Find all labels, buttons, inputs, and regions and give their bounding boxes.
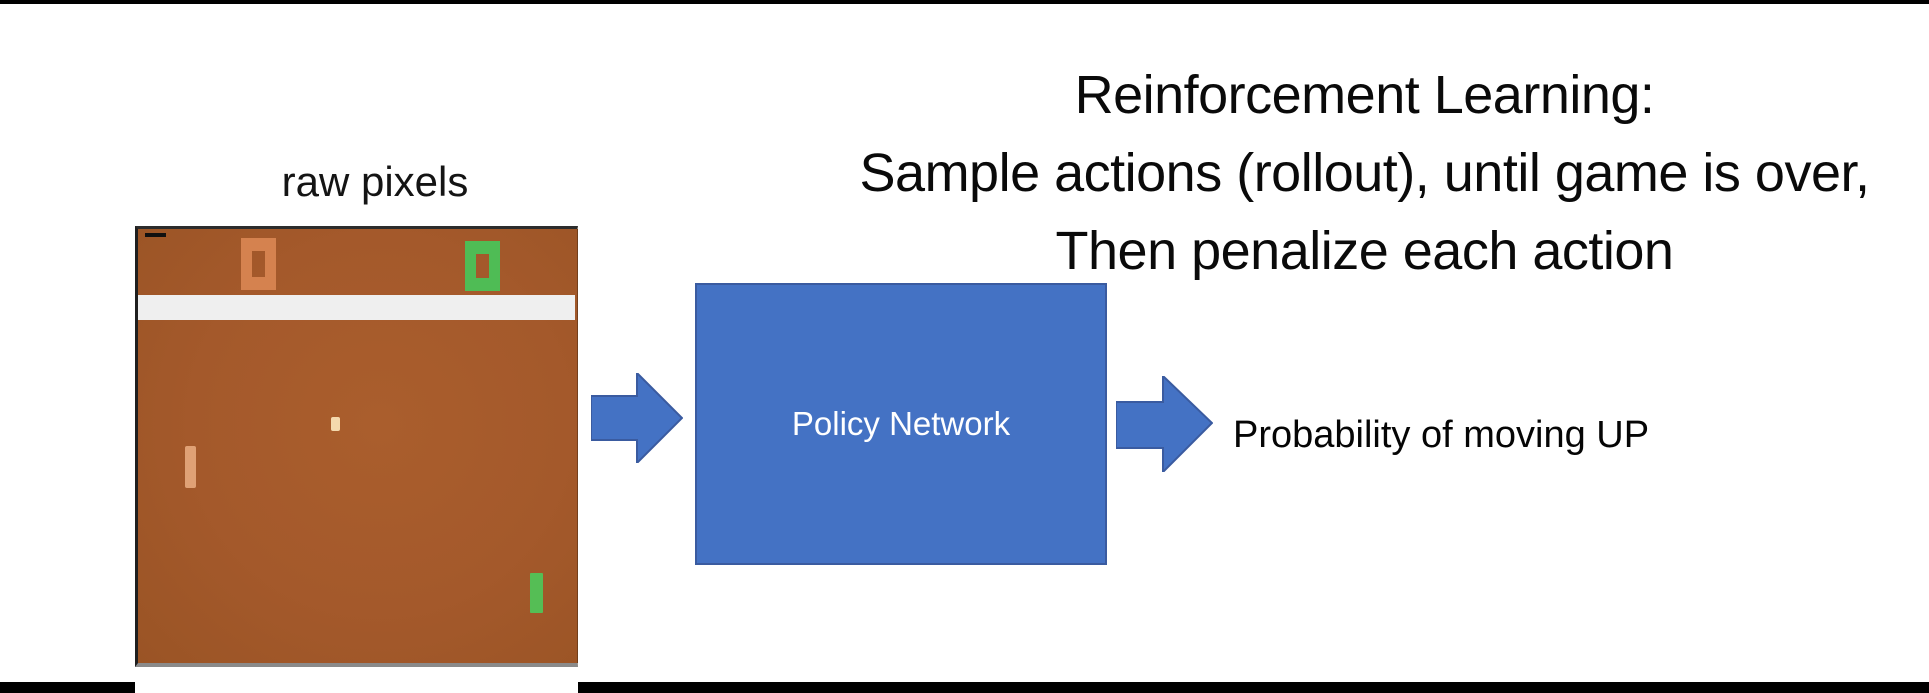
game-corner-mark [145, 233, 166, 237]
policy-network-label: Policy Network [791, 405, 1011, 442]
pong-ball [331, 417, 340, 431]
right-paddle [530, 573, 543, 613]
left-paddle [185, 446, 196, 488]
policy-network-box: Policy Network [695, 283, 1107, 565]
left-score-zero [241, 238, 276, 290]
output-arrow-icon [1116, 376, 1213, 472]
title-line-2: Sample actions (rollout), until game is … [859, 143, 1870, 203]
right-score-zero [465, 241, 500, 291]
probability-output-label: Probability of moving UP [1233, 414, 1650, 456]
pong-screenshot [135, 224, 578, 693]
pong-game-field [135, 226, 578, 667]
input-arrow-icon [591, 373, 683, 463]
top-edge-bar [0, 0, 1929, 4]
bottom-edge-bar [0, 682, 1929, 693]
top-boundary-band [138, 295, 575, 320]
title-line-1: Reinforcement Learning: [1074, 65, 1655, 125]
slide-title: Reinforcement Learning: Sample actions (… [800, 56, 1929, 290]
raw-pixels-label: raw pixels [281, 158, 469, 205]
title-line-3: Then penalize each action [1055, 221, 1674, 281]
